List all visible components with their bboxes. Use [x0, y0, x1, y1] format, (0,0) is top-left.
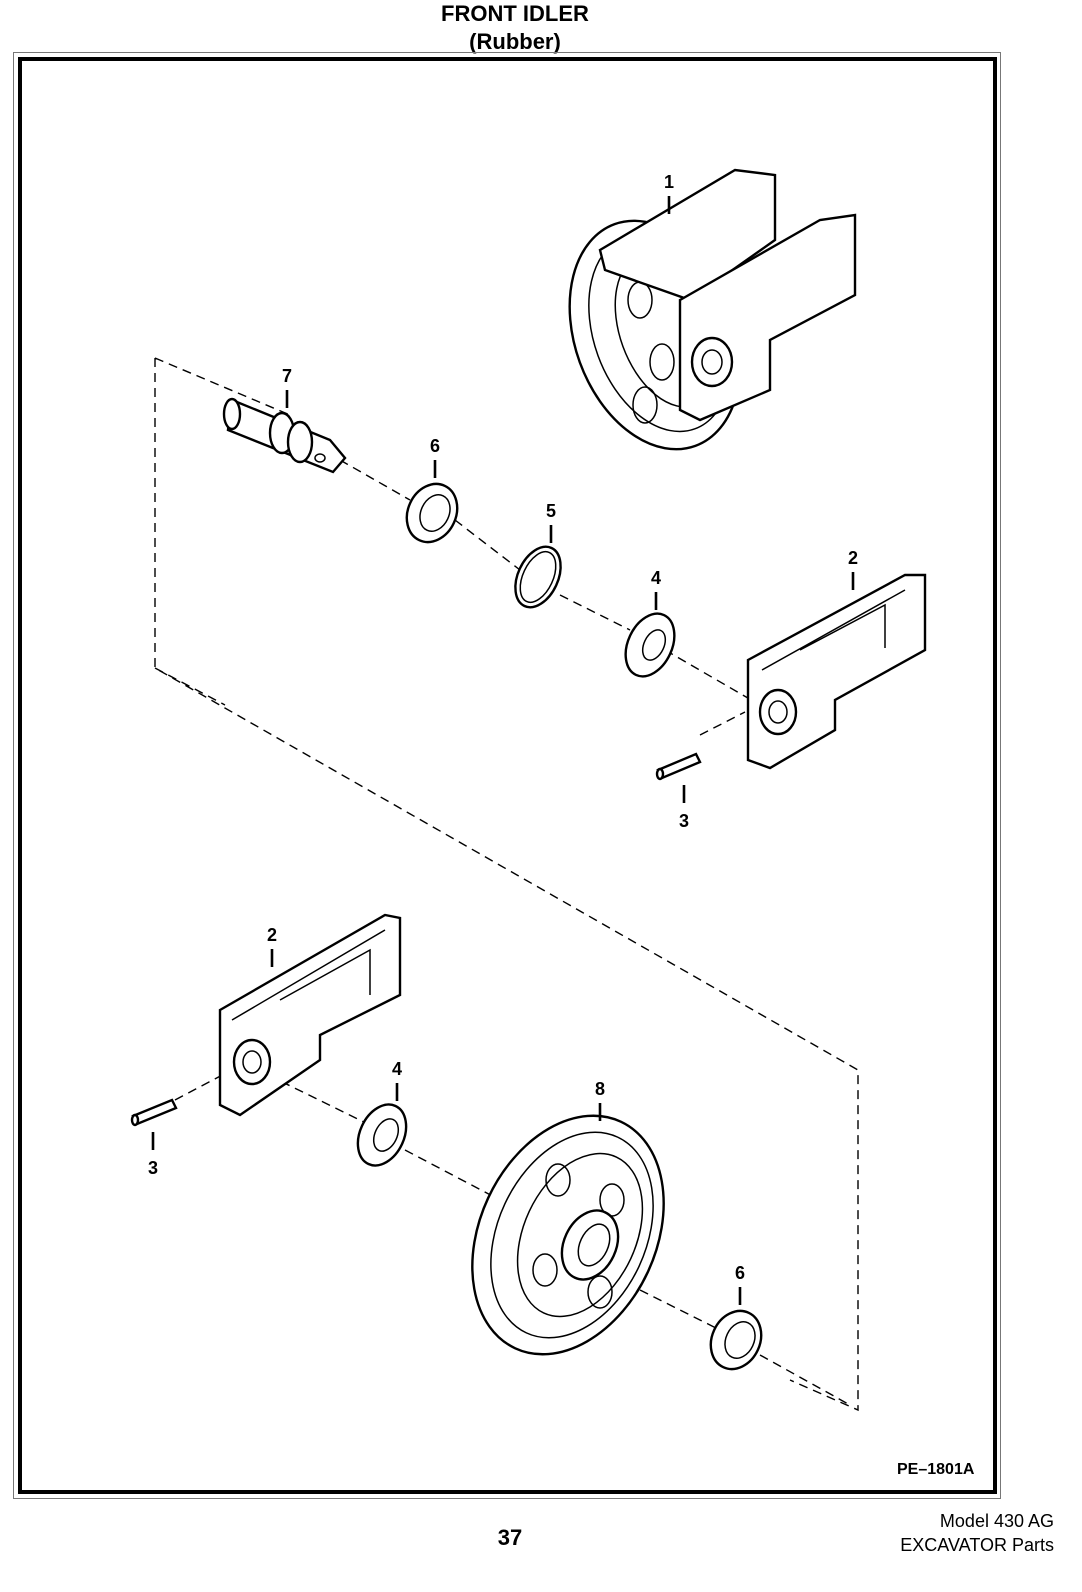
callout-4-upper: 4 [651, 568, 661, 588]
callout-2-lower: 2 [267, 925, 277, 945]
callout-3-upper: 3 [679, 811, 689, 831]
axis-centerline-lower [267, 1074, 851, 1406]
assembly-outline-dashes [154, 357, 859, 1412]
drawing-number: PE–1801A [897, 1461, 975, 1478]
callout-6-lower: 6 [735, 1263, 745, 1283]
callout-leaders [151, 196, 855, 1305]
callout-3-lower: 3 [148, 1158, 158, 1178]
idler-assembly-part-1 [568, 168, 857, 451]
drawing-frame-outer [13, 52, 1001, 1499]
callout-8: 8 [595, 1079, 605, 1099]
axis-centerline-pin-upper [699, 711, 746, 736]
page-subtitle: (Rubber) [469, 29, 561, 54]
callout-5: 5 [546, 501, 556, 521]
footer-model: Model 430 AG [939, 1511, 1054, 1531]
pin-part-3-upper [655, 752, 702, 781]
bracket-part-2-lower [218, 913, 402, 1117]
collar-part-4-lower [356, 1103, 408, 1167]
o-ring-part-5 [514, 545, 562, 609]
callout-4-lower: 4 [392, 1059, 402, 1079]
callout-1: 1 [664, 172, 674, 192]
page-number: 37 [497, 1525, 523, 1550]
idler-wheel-part-8 [471, 1114, 665, 1356]
shaft-part-7 [222, 397, 347, 474]
callout-2-upper: 2 [848, 548, 858, 568]
callout-7: 7 [282, 366, 292, 386]
footer-section: EXCAVATOR Parts [900, 1535, 1054, 1555]
collar-part-4-upper [624, 612, 676, 678]
pin-part-3-lower [130, 1098, 178, 1127]
footer-model-info: Model 430 AG EXCAVATOR Parts [900, 1509, 1054, 1557]
seal-part-6-upper [405, 482, 459, 544]
callout-6-upper: 6 [430, 436, 440, 456]
seal-part-6-lower [709, 1309, 763, 1371]
page-title: FRONT IDLER [441, 1, 589, 26]
bracket-part-2-upper [746, 573, 927, 770]
drawing-frame [18, 57, 997, 1494]
